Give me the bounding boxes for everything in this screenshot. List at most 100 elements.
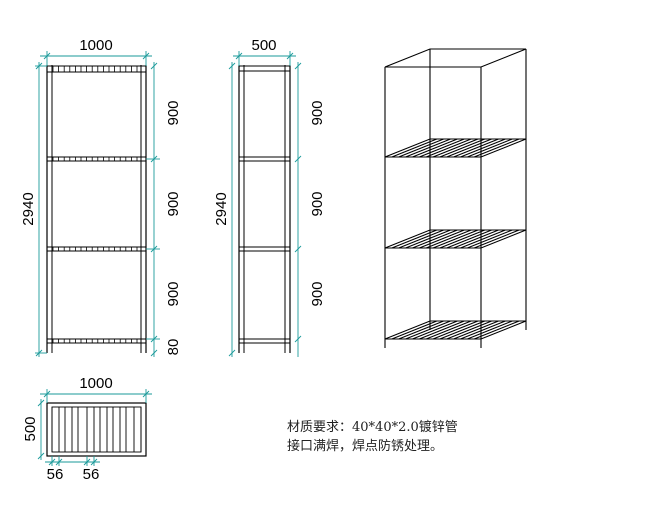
iso-shelf-3 — [384, 320, 527, 340]
side-dimensions — [228, 51, 302, 357]
iso-shelf-1 — [384, 138, 527, 158]
side-view — [238, 65, 291, 353]
iso-shelf-slat — [419, 138, 465, 158]
front-shelf-bottom — [46, 338, 147, 344]
iso-shelf-slat — [412, 229, 458, 249]
iso-shelf-slat — [460, 138, 506, 158]
material-note: 材质要求：40*40*2.0镀锌管 — [287, 420, 458, 435]
side-tier-label-1: 900 — [309, 100, 326, 125]
iso-shelves — [384, 138, 527, 340]
iso-shelf-slat — [391, 229, 438, 249]
top-width-label: 1000 — [79, 375, 112, 392]
iso-shelf-slat — [473, 320, 520, 340]
top-depth-tick-bottom — [37, 452, 45, 460]
iso-shelf-slat — [446, 229, 492, 249]
iso-shelf-slat — [473, 138, 520, 158]
top-slat-tick-4 — [90, 458, 98, 466]
top-slat-label-1: 56 — [47, 466, 64, 483]
side-width-tick-right — [286, 52, 294, 60]
front-tier-tick-1 — [150, 62, 158, 70]
iso-shelf-slat — [425, 320, 472, 340]
side-tier-label-2: 900 — [309, 191, 326, 216]
front-tier-tick-5 — [150, 349, 158, 357]
iso-shelf-slat — [467, 320, 513, 340]
iso-shelf-slat — [391, 320, 438, 340]
side-tier-tick-4 — [294, 335, 302, 343]
front-shelf-2-slats — [52, 157, 138, 161]
iso-shelf-slat — [419, 229, 465, 249]
isometric-view — [384, 48, 527, 348]
front-shelf-bottom-slats — [52, 339, 138, 343]
top-slat-tick-1 — [48, 458, 56, 466]
iso-shelf-slat — [405, 138, 451, 158]
iso-shelf-slat — [425, 138, 472, 158]
side-shelf-3 — [238, 246, 291, 252]
side-height-tick-top — [228, 62, 236, 70]
iso-shelf-slat — [425, 229, 472, 249]
iso-shelf-slat — [439, 320, 486, 340]
top-depth-label: 500 — [22, 416, 39, 441]
side-tier-tick-1 — [294, 62, 302, 70]
iso-shelf-slat — [460, 229, 506, 249]
side-tier-label-3: 900 — [309, 281, 326, 306]
iso-shelf-slat — [391, 138, 438, 158]
iso-shelf-slat — [453, 138, 499, 158]
front-shelf-top-slats — [52, 66, 138, 72]
side-tier-tick-3 — [294, 245, 302, 253]
iso-shelf-slat — [473, 229, 520, 249]
iso-shelf-slat — [467, 138, 513, 158]
iso-shelf-slat — [439, 229, 486, 249]
iso-shelf-slat — [467, 229, 513, 249]
front-height-tick-top — [35, 62, 43, 70]
side-height-label: 2940 — [213, 192, 230, 225]
front-width-label: 1000 — [79, 37, 112, 54]
front-tier-label-2: 900 — [165, 191, 182, 216]
top-slats — [51, 407, 142, 452]
iso-top-frame — [384, 48, 527, 68]
front-height-label: 2940 — [20, 192, 37, 225]
front-tier-label-1: 900 — [165, 100, 182, 125]
iso-shelf-slat — [412, 320, 458, 340]
iso-shelf-slat — [432, 320, 479, 340]
side-width-tick-left — [235, 52, 243, 60]
iso-shelf-slat — [398, 138, 444, 158]
top-frame-outer — [46, 402, 147, 457]
iso-shelf-slat — [412, 138, 458, 158]
side-tier-tick-2 — [294, 155, 302, 163]
top-width-tick-left — [43, 390, 51, 398]
iso-shelf-slat — [446, 320, 492, 340]
iso-shelf-2 — [384, 229, 527, 249]
side-width-label: 500 — [251, 37, 276, 54]
front-shelf-top — [46, 65, 147, 73]
iso-shelf-slat — [398, 229, 444, 249]
iso-shelf-slat — [398, 320, 444, 340]
iso-shelf-slat — [453, 229, 499, 249]
front-width-tick-left — [43, 52, 51, 60]
iso-shelf-slat — [432, 138, 479, 158]
top-slat-label-2: 56 — [83, 466, 100, 483]
top-width-tick-right — [142, 390, 150, 398]
front-tier-label-3: 900 — [165, 281, 182, 306]
side-shelf-2 — [238, 156, 291, 162]
front-height-tick-bottom — [35, 349, 43, 357]
iso-shelf-slat — [453, 320, 499, 340]
top-dimensions — [37, 389, 152, 466]
front-dimensions — [35, 51, 160, 357]
front-width-tick-right — [142, 52, 150, 60]
iso-shelf-slat — [432, 229, 479, 249]
side-height-tick-bottom — [228, 349, 236, 357]
weld-note: 接口满焊，焊点防锈处理。 — [287, 439, 444, 454]
iso-shelf-slat — [405, 229, 451, 249]
iso-shelf-slat — [405, 320, 451, 340]
top-view — [46, 402, 147, 457]
iso-shelf-slat — [419, 320, 465, 340]
side-shelf-bottom — [238, 338, 291, 344]
top-slat-tick-3 — [83, 458, 91, 466]
top-slat-tick-2 — [55, 458, 63, 466]
front-tier-label-4: 80 — [165, 339, 182, 356]
iso-shelf-slat — [446, 138, 492, 158]
iso-shelf-slat — [439, 138, 486, 158]
top-depth-tick-top — [37, 399, 45, 407]
side-shelf-top — [238, 65, 291, 72]
